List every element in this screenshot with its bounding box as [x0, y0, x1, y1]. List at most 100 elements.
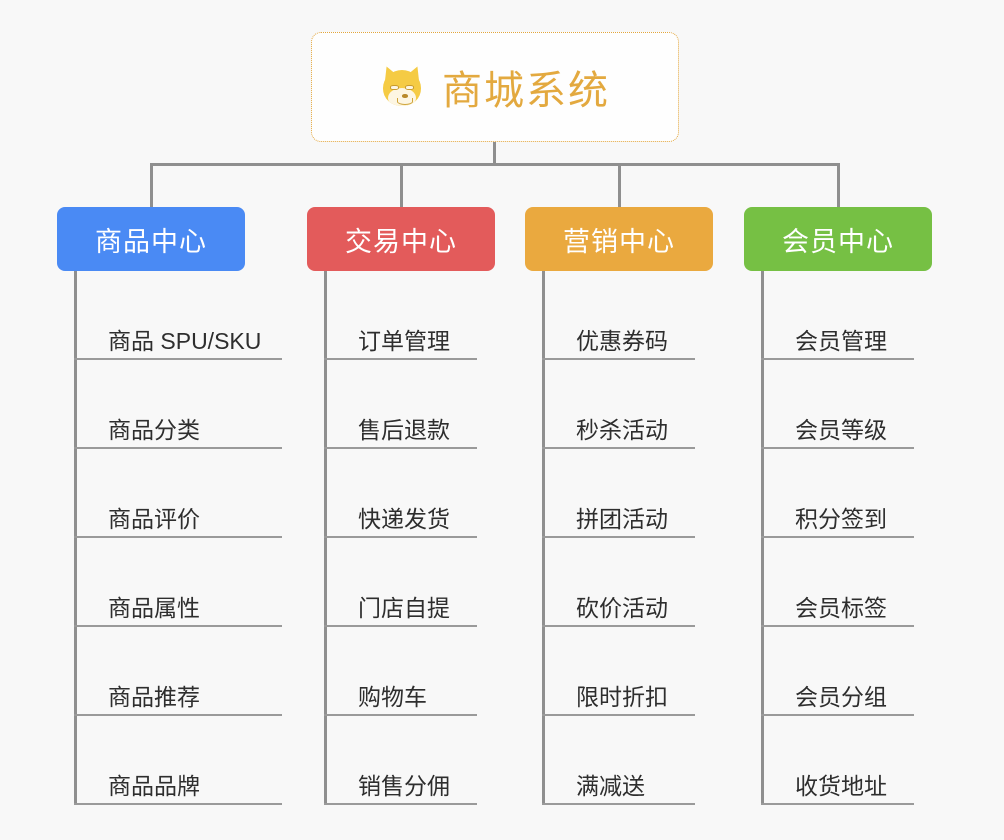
connector-drop-2 — [400, 163, 403, 208]
leaf-item[interactable]: 快递发货 — [324, 449, 512, 538]
branch-column-1: 商品中心商品 SPU/SKU 商品分类商品评价商品属性商品推荐商品品牌 — [57, 207, 282, 805]
leaf-underline — [761, 447, 914, 449]
branch-header-2[interactable]: 交易中心 — [307, 207, 495, 271]
leaf-item[interactable]: 订单管理 — [324, 271, 512, 360]
branch-header-label: 会员中心 — [782, 226, 894, 257]
leaf-item-label: 限时折扣 — [576, 683, 668, 710]
branch-column-4: 会员中心会员管理会员等级积分签到会员标签会员分组收货地址 — [744, 207, 932, 805]
leaf-item[interactable]: 商品评价 — [74, 449, 282, 538]
leaf-underline — [761, 358, 914, 360]
leaf-item[interactable]: 优惠券码 — [542, 271, 730, 360]
leaf-item[interactable]: 销售分佣 — [324, 716, 512, 805]
leaf-item[interactable]: 会员标签 — [761, 538, 949, 627]
leaf-underline — [761, 803, 914, 805]
leaf-item[interactable]: 积分签到 — [761, 449, 949, 538]
leaf-item-label: 积分签到 — [795, 505, 887, 532]
leaf-underline — [324, 358, 477, 360]
leaf-item[interactable]: 商品推荐 — [74, 627, 282, 716]
leaf-list-4: 会员管理会员等级积分签到会员标签会员分组收货地址 — [761, 271, 949, 805]
leaf-item[interactable]: 商品属性 — [74, 538, 282, 627]
leaf-item-label: 商品评价 — [108, 505, 200, 532]
leaf-underline — [74, 447, 282, 449]
branch-header-label: 交易中心 — [345, 226, 457, 257]
branch-header-4[interactable]: 会员中心 — [744, 207, 932, 271]
leaf-item-label: 售后退款 — [358, 416, 450, 443]
leaf-underline — [761, 536, 914, 538]
connector-horizontal-bus — [150, 163, 840, 166]
leaf-underline — [74, 625, 282, 627]
branch-spine-1 — [74, 271, 77, 805]
leaf-item-label: 会员管理 — [795, 327, 887, 354]
leaf-item[interactable]: 会员管理 — [761, 271, 949, 360]
leaf-item[interactable]: 售后退款 — [324, 360, 512, 449]
leaf-list-1: 商品 SPU/SKU 商品分类商品评价商品属性商品推荐商品品牌 — [74, 271, 282, 805]
leaf-item-label: 商品属性 — [108, 594, 200, 621]
leaf-item-label: 秒杀活动 — [576, 416, 668, 443]
leaf-item[interactable]: 收货地址 — [761, 716, 949, 805]
branch-column-3: 营销中心优惠券码秒杀活动拼团活动砍价活动限时折扣满减送 — [525, 207, 713, 805]
branch-spine-2 — [324, 271, 327, 805]
leaf-item[interactable]: 秒杀活动 — [542, 360, 730, 449]
connector-drop-1 — [150, 163, 153, 208]
leaf-underline — [74, 803, 282, 805]
leaf-item[interactable]: 满减送 — [542, 716, 730, 805]
leaf-item[interactable]: 商品品牌 — [74, 716, 282, 805]
leaf-item-label: 购物车 — [358, 683, 427, 710]
leaf-item-label: 拼团活动 — [576, 505, 668, 532]
leaf-item-label: 商品品牌 — [108, 772, 200, 799]
leaf-item[interactable]: 会员等级 — [761, 360, 949, 449]
connector-drop-3 — [618, 163, 621, 208]
leaf-underline — [324, 714, 477, 716]
leaf-underline — [761, 714, 914, 716]
leaf-underline — [324, 625, 477, 627]
branch-header-label: 营销中心 — [563, 226, 675, 257]
leaf-item[interactable]: 拼团活动 — [542, 449, 730, 538]
leaf-underline — [542, 714, 695, 716]
leaf-underline — [74, 536, 282, 538]
leaf-item-label: 优惠券码 — [576, 327, 668, 354]
leaf-list-2: 订单管理售后退款快递发货门店自提购物车销售分佣 — [324, 271, 512, 805]
branch-header-3[interactable]: 营销中心 — [525, 207, 713, 271]
branch-spine-3 — [542, 271, 545, 805]
leaf-item-label: 会员分组 — [795, 683, 887, 710]
leaf-underline — [324, 447, 477, 449]
leaf-item-label: 会员等级 — [795, 416, 887, 443]
leaf-underline — [74, 358, 282, 360]
leaf-item[interactable]: 门店自提 — [324, 538, 512, 627]
leaf-list-3: 优惠券码秒杀活动拼团活动砍价活动限时折扣满减送 — [542, 271, 730, 805]
leaf-underline — [542, 536, 695, 538]
connector-drop-4 — [837, 163, 840, 208]
leaf-item[interactable]: 限时折扣 — [542, 627, 730, 716]
leaf-item-label: 商品 SPU/SKU — [108, 327, 262, 354]
leaf-item-label: 订单管理 — [358, 327, 450, 354]
leaf-underline — [324, 803, 477, 805]
leaf-underline — [74, 714, 282, 716]
branch-spine-4 — [761, 271, 764, 805]
branch-header-1[interactable]: 商品中心 — [57, 207, 245, 271]
leaf-item[interactable]: 会员分组 — [761, 627, 949, 716]
leaf-item[interactable]: 砍价活动 — [542, 538, 730, 627]
leaf-item[interactable]: 商品分类 — [74, 360, 282, 449]
leaf-item-label: 商品推荐 — [108, 683, 200, 710]
branch-column-2: 交易中心订单管理售后退款快递发货门店自提购物车销售分佣 — [307, 207, 495, 805]
leaf-item[interactable]: 商品 SPU/SKU — [74, 271, 282, 360]
leaf-item-label: 商品分类 — [108, 416, 200, 443]
leaf-item[interactable]: 购物车 — [324, 627, 512, 716]
leaf-item-label: 会员标签 — [795, 594, 887, 621]
root-node[interactable]: 商城系统 — [311, 32, 679, 142]
leaf-item-label: 销售分佣 — [358, 772, 450, 799]
leaf-item-label: 收货地址 — [795, 772, 887, 799]
leaf-item-label: 砍价活动 — [576, 594, 668, 621]
leaf-underline — [761, 625, 914, 627]
root-title: 商城系统 — [442, 69, 610, 113]
leaf-underline — [542, 803, 695, 805]
dog-face-icon — [380, 63, 426, 110]
connector-root-stem — [493, 142, 496, 164]
branch-header-label: 商品中心 — [95, 226, 207, 257]
leaf-underline — [542, 447, 695, 449]
leaf-underline — [542, 358, 695, 360]
leaf-item-label: 快递发货 — [358, 505, 450, 532]
leaf-item-label: 满减送 — [576, 772, 645, 799]
leaf-underline — [324, 536, 477, 538]
